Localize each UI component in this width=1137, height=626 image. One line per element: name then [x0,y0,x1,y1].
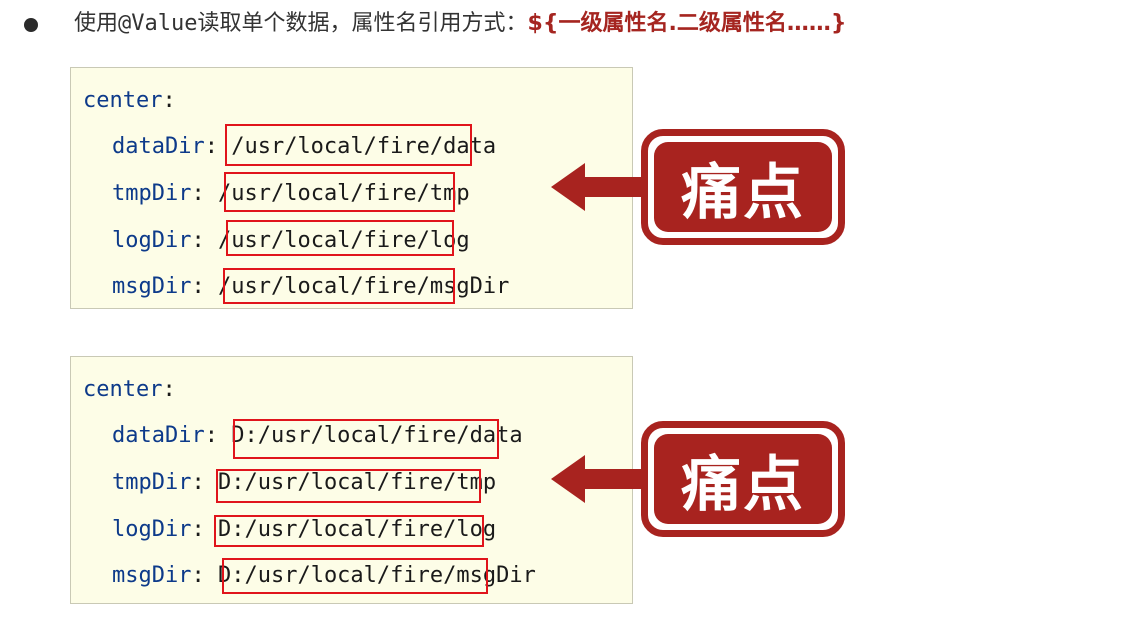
yaml-root-key: center [83,88,163,113]
yaml-key: msgDir [112,274,192,299]
arrow-head-icon [551,163,585,211]
yaml-root-key: center [83,377,163,402]
yaml-key: logDir [112,517,192,542]
yaml-key: dataDir [112,134,205,159]
yaml-value: D:/usr/local/fire/data [217,423,523,448]
yaml-value: /usr/local/fire/log [204,228,470,253]
yaml-value: D:/usr/local/fire/msgDir [204,563,536,588]
yaml-key: logDir [112,228,192,253]
yaml-value: /usr/local/fire/data [217,134,497,159]
code-line: logDir: /usr/local/fire/log [112,228,470,253]
arrow-head-icon [551,455,585,503]
code-line: msgDir: D:/usr/local/fire/msgDir [112,563,536,588]
code-block-linux: center: dataDir: /usr/local/fire/data tm… [70,67,633,309]
yaml-value: /usr/local/fire/tmp [204,181,470,206]
pain-point-callout: 痛点 [551,129,845,245]
yaml-key: dataDir [112,423,205,448]
code-block-windows: center: dataDir: D:/usr/local/fire/data … [70,356,633,604]
code-line: msgDir: /usr/local/fire/msgDir [112,274,510,299]
pain-point-label: 痛点 [654,434,832,524]
heading-annotation: @Value [118,11,198,36]
heading-prefix: 使用 [74,11,119,36]
code-line: logDir: D:/usr/local/fire/log [112,517,497,542]
pain-point-badge: 痛点 [641,129,845,245]
pain-point-label: 痛点 [654,142,832,232]
yaml-key: tmpDir [112,470,192,495]
code-line: tmpDir: /usr/local/fire/tmp [112,181,470,206]
yaml-key: tmpDir [112,181,192,206]
pain-point-callout: 痛点 [551,421,845,537]
yaml-value: /usr/local/fire/msgDir [204,274,510,299]
heading: 使用@Value读取单个数据，属性名引用方式：${一级属性名.二级属性名……} [74,4,847,44]
code-line-root: center: [83,88,176,113]
pain-point-badge: 痛点 [641,421,845,537]
code-line: tmpDir: D:/usr/local/fire/tmp [112,470,497,495]
code-line-root: center: [83,377,176,402]
yaml-key: msgDir [112,563,192,588]
code-line: dataDir: D:/usr/local/fire/data [112,423,523,448]
yaml-value: D:/usr/local/fire/tmp [204,470,497,495]
heading-middle: 读取单个数据，属性名引用方式： [197,11,528,36]
bullet-dot [24,18,38,32]
yaml-value: D:/usr/local/fire/log [204,517,497,542]
heading-syntax: ${一级属性名.二级属性名……} [527,11,847,36]
code-line: dataDir: /usr/local/fire/data [112,134,497,159]
